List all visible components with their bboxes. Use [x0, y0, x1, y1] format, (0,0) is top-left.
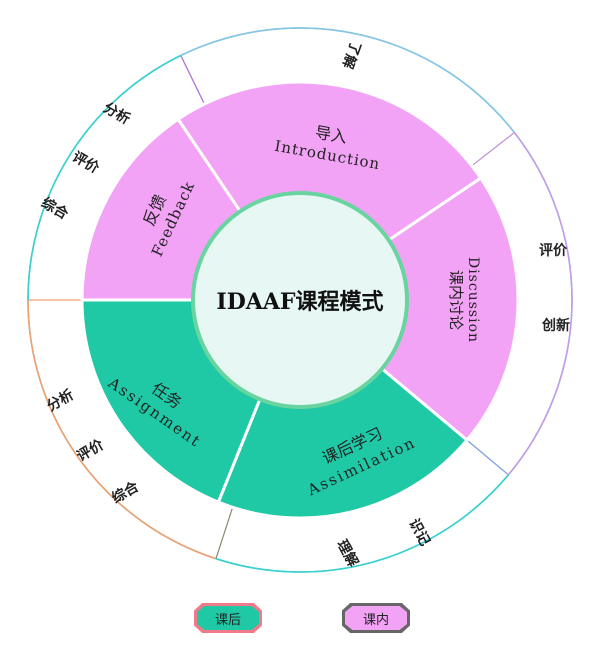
- outer-divider-line: [466, 439, 509, 476]
- outer-divider-line: [215, 507, 234, 559]
- legend-after-label: 课后: [214, 612, 241, 628]
- center-circle: [191, 191, 409, 409]
- outer-arc: [27, 54, 182, 301]
- outer-arc: [215, 474, 509, 573]
- legend-in: 课内: [342, 603, 410, 633]
- center-title: IDAAF课程模式: [216, 289, 383, 315]
- outer-arc: [507, 132, 573, 476]
- outer-divider-line: [471, 132, 515, 167]
- legend-in-label: 课内: [362, 612, 389, 628]
- outer-arc: [27, 299, 217, 560]
- outer-arc: [180, 27, 515, 134]
- outer-right-2: 创新: [541, 317, 570, 334]
- outer-divider-line: [180, 55, 205, 105]
- legend-after: 课后: [194, 603, 262, 633]
- outer-right-1: 评价: [539, 243, 568, 259]
- discussion-zh: 课内讨论: [447, 270, 465, 330]
- discussion-en: Discussion: [465, 257, 481, 343]
- outer-ring-dividers: [27, 27, 573, 573]
